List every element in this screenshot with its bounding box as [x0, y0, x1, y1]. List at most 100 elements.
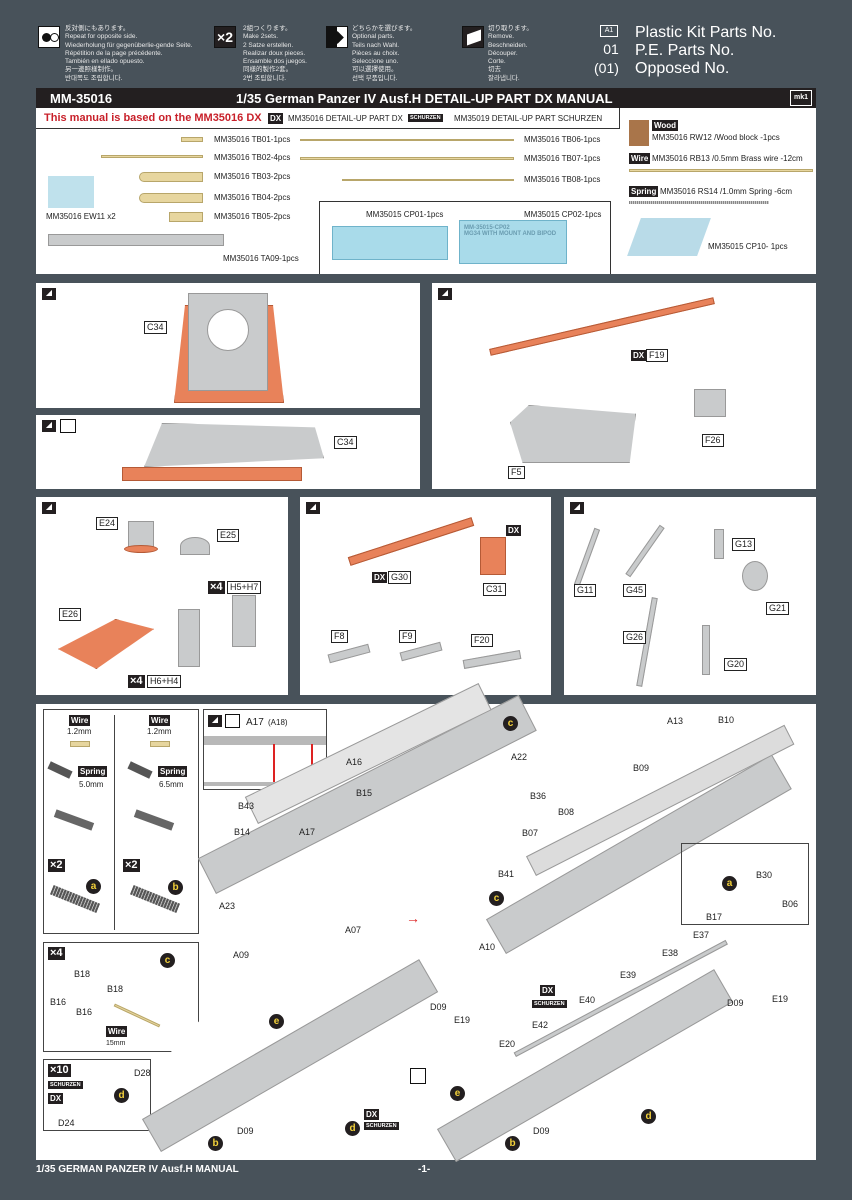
spring-tag: Spring [78, 766, 108, 777]
c34-part [188, 293, 268, 391]
step-b-marker: b [208, 1136, 223, 1151]
part-label: E38 [662, 948, 679, 958]
step-b-marker: b [505, 1136, 520, 1151]
g13-label: G13 [732, 538, 756, 551]
c31-part [480, 537, 506, 575]
cp10-label: MM35015 CP10- 1pcs [708, 242, 788, 251]
g11-label: G11 [574, 584, 597, 597]
part-label: B09 [633, 763, 650, 773]
part-label: B14 [234, 827, 251, 837]
parts-list-panel: This manual is based on the MM35016 DX D… [36, 108, 816, 274]
part-label: E39 [620, 970, 637, 980]
spring-label: MM35016 RS14 /1.0mm Spring -6cm [660, 187, 793, 196]
g45-label: G45 [623, 584, 647, 597]
tb03-part [139, 172, 203, 182]
decal-sheet [48, 176, 94, 208]
dx-desc: MM35016 DETAIL-UP PART DX [288, 114, 403, 123]
g45-part [625, 524, 665, 578]
cp02-part: MM-35015-CP02 MG34 WITH MOUNT AND BIPOD [459, 220, 567, 264]
part-label: D24 [58, 1118, 75, 1128]
bracket-assembly-box [43, 1059, 151, 1131]
step-c-marker: c [489, 891, 504, 906]
part-label: E37 [693, 930, 710, 940]
dx-tag: DX [631, 350, 647, 361]
g21-label: G21 [766, 602, 790, 615]
e26-label: E26 [59, 608, 82, 621]
wire-tag: Wire [106, 1026, 128, 1037]
f5-part [510, 405, 636, 463]
brand-logo: mk1 [790, 90, 812, 106]
f20-part [462, 650, 522, 669]
manual-title: 1/35 German Panzer IV Ausf.H DETAIL-UP P… [236, 91, 613, 106]
part-label: A22 [511, 752, 528, 762]
legend-text: どちらかを選びます。 Optional parts. Teils nach Wa… [352, 25, 417, 82]
step-panel-1: ◢ C34 [36, 283, 420, 408]
footer-title: 1/35 GERMAN PANZER IV Ausf.H MANUAL [36, 1164, 239, 1175]
tb04-label: MM35016 TB04-2pcs [214, 193, 291, 202]
ta09-label: MM35016 TA09-1pcs [223, 254, 299, 263]
part-label: B06 [782, 899, 799, 909]
h-parts [178, 609, 200, 667]
c34-part [144, 423, 324, 467]
manual-notice: This manual is based on the MM35016 DX [44, 112, 262, 124]
step-panel-2: ◢ C34 [36, 415, 420, 489]
part-label: A16 [346, 757, 363, 767]
wire-piece [70, 741, 90, 747]
cp02-label: MM35015 CP02-1pcs [524, 210, 602, 219]
ta09-part [48, 234, 224, 246]
g20-part [702, 625, 710, 675]
e26-part [58, 619, 154, 669]
c31-label: C31 [483, 583, 506, 596]
step-panel-6: ◢ G11 G45 G13 G21 G26 G20 [564, 497, 816, 695]
h-parts [232, 595, 256, 647]
clear-parts-box [319, 201, 611, 274]
part-label: A17 [299, 827, 316, 837]
wire-label: MM35016 RB13 /0.5mm Brass wire -12cm [652, 154, 803, 163]
part-label: A13 [667, 716, 684, 726]
part-label: E19 [772, 994, 789, 1004]
step-e-marker: e [450, 1086, 465, 1101]
cp01-label: MM35015 CP01-1pcs [366, 210, 444, 219]
hinge-assembly-box [43, 942, 199, 1052]
part-label: B07 [522, 828, 539, 838]
schurzen-tag: SCHURZEN [532, 1000, 567, 1008]
wood-block [629, 120, 649, 146]
part-label: E40 [579, 995, 596, 1005]
f19-part [489, 297, 715, 356]
g30-part [347, 517, 475, 566]
g13-part [714, 529, 724, 559]
part-label: D28 [134, 1068, 151, 1078]
x10-badge: ×10 [48, 1064, 71, 1077]
remove-icon [462, 26, 484, 48]
part-label: B36 [530, 791, 547, 801]
wire-tag: Wire [629, 153, 651, 164]
f8-label: F8 [331, 630, 348, 643]
tb06-part [300, 139, 514, 141]
e24-base [124, 545, 158, 553]
x4-badge: ×4 [208, 581, 225, 594]
part-label: E42 [532, 1020, 549, 1030]
fender-assembly-panel: Wire 1.2mm Spring 5.0mm ×2 a Wire 1.2mm … [36, 683, 816, 1162]
optional-parts-icon [326, 26, 348, 48]
kit-label: Opposed No. [635, 60, 730, 77]
kit-label: P.E. Parts No. [635, 42, 735, 59]
dx-tag: DX [540, 985, 556, 996]
ew11-label: MM35016 EW11 x2 [46, 212, 116, 221]
remove-icon: ◢ [570, 502, 584, 514]
step-panel-4: ◢ E24 E25 ×4 H5+H7 E26 ×4 H6+H4 [36, 497, 288, 695]
red-marker [273, 744, 275, 782]
schurzen-tag: SCHURZEN [364, 1122, 399, 1130]
x2-icon: ×2 [214, 26, 236, 48]
f5-label: F5 [508, 466, 525, 479]
part-label: A07 [345, 925, 362, 935]
dx-tag: DX [268, 113, 284, 124]
legend-text: 2組つくります。 Make 2sets. 2 Satze erstellen. … [243, 25, 307, 82]
g11-part [573, 527, 601, 587]
schurzen-tag: SCHURZEN [48, 1081, 83, 1089]
kit-label: Plastic Kit Parts No. [635, 24, 777, 41]
cp01-part [332, 226, 448, 260]
inset-title: A17 [246, 717, 264, 728]
part-label: B16 [50, 997, 67, 1007]
product-code: MM-35016 [50, 91, 113, 106]
legend-text: 切り取ります。 Remove. Beschneiden. Découper. C… [488, 25, 533, 82]
